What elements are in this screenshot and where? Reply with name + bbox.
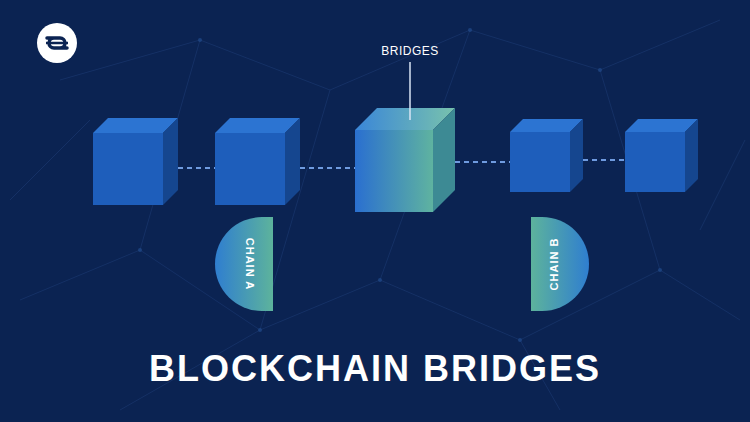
block-cube bbox=[215, 118, 300, 205]
chain-label: CHAIN A bbox=[244, 238, 256, 290]
callout-label: BRIDGES bbox=[381, 44, 439, 58]
block-cube bbox=[93, 118, 178, 205]
leader-line bbox=[409, 62, 411, 120]
chain-half-circle: CHAIN B bbox=[531, 217, 589, 311]
chain-label: CHAIN B bbox=[548, 238, 560, 291]
logo bbox=[37, 23, 77, 63]
bridge-cube bbox=[355, 108, 455, 212]
diagram-title: BLOCKCHAIN BRIDGES bbox=[0, 348, 750, 390]
chain-half-circle: CHAIN A bbox=[215, 217, 273, 311]
block-cube bbox=[625, 119, 698, 192]
block-cube bbox=[510, 119, 583, 192]
